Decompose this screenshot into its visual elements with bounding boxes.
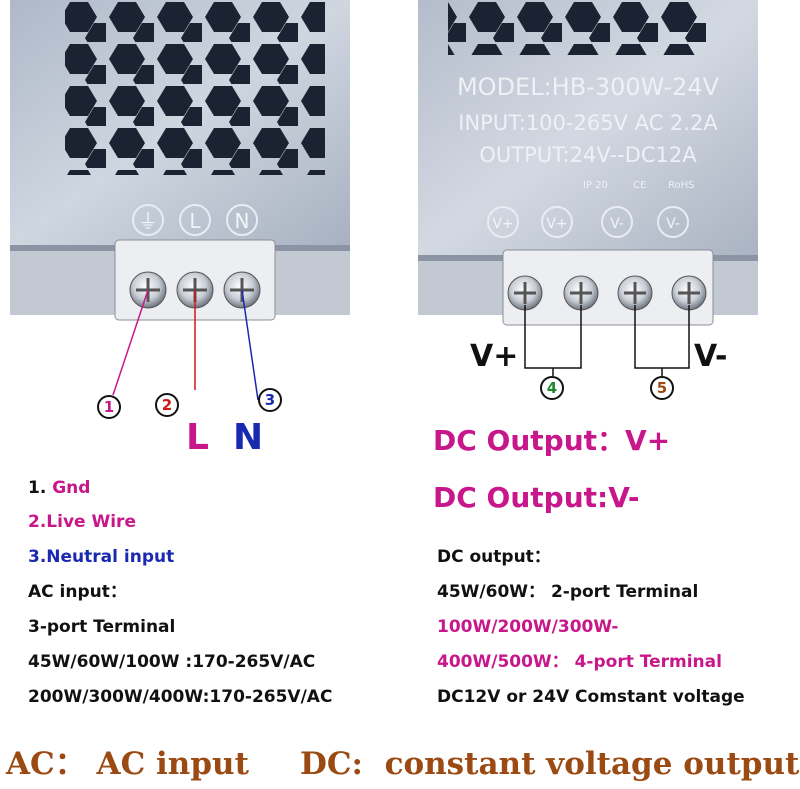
output-label: OUTPUT:24V--DC12A: [479, 143, 697, 167]
spec-neutral-number: 3.: [28, 547, 47, 567]
rohs-mark: RoHS: [668, 180, 694, 191]
model-label: MODEL:HB-300W-24V: [457, 73, 720, 101]
footer-dc: DC: constant voltage output: [300, 746, 800, 782]
spec-r4: DC12V or 24V Comstant voltage: [437, 687, 745, 707]
ce-mark: CE: [633, 180, 646, 191]
vminus-label: V-: [694, 339, 728, 374]
connector-lines: [112, 289, 690, 401]
spec-ac-input: AC input：: [28, 582, 127, 602]
symbol-vplus-1: V+: [492, 216, 513, 232]
spec-r2: 100W/200W/300W-: [437, 617, 619, 637]
spec-neutral-text: Neutral input: [46, 547, 175, 567]
callout-4: 4: [540, 376, 564, 400]
spec-live-wire: 2.Live Wire: [28, 512, 136, 532]
callout-5: 5: [650, 376, 674, 400]
dc-output-plus-heading: DC Output：V+: [433, 424, 671, 457]
spec-gnd-number: 1.: [28, 478, 53, 498]
spec-neutral: 3.Neutral input: [28, 545, 174, 569]
dc-output-minus-heading: DC Output:V-: [433, 481, 640, 514]
neutral-label-n: N: [233, 417, 264, 458]
spec-w1: 45W/60W/100W :170-265V/AC: [28, 652, 316, 672]
symbol-vminus-2: V-: [666, 216, 680, 232]
screw-vplus-1-icon: [507, 275, 543, 311]
spec-gnd: 1. Gnd: [28, 476, 90, 500]
input-label: INPUT:100-265V AC 2.2A: [458, 111, 718, 135]
symbol-vplus-2: V+: [546, 216, 567, 232]
spec-r1: 45W/60W： 2-port Terminal: [437, 582, 699, 602]
spec-w2: 200W/300W/400W:170-265V/AC: [28, 687, 333, 707]
callout-1: 1: [97, 395, 121, 419]
callout-2: 2: [155, 393, 179, 417]
screw-vplus-2-icon: [563, 275, 599, 311]
footer-ac: AC： AC input: [6, 746, 249, 782]
callout-3: 3: [258, 388, 282, 412]
ip-mark: IP 20: [583, 180, 608, 191]
spec-gnd-text: Gnd: [52, 478, 91, 498]
screw-vminus-1-icon: [617, 275, 653, 311]
symbol-vminus-1: V-: [610, 216, 624, 232]
dc-output-terminal-photo: MODEL:HB-300W-24V INPUT:100-265V AC 2.2A…: [418, 0, 758, 326]
symbol-ground: ⏚: [138, 209, 158, 233]
spec-3port: 3-port Terminal: [28, 617, 176, 637]
symbol-n: N: [235, 209, 250, 233]
screw-vminus-2-icon: [671, 275, 707, 311]
spec-dc-output: DC output：: [437, 547, 551, 567]
symbol-l: L: [189, 209, 201, 233]
spec-r3: 400W/500W： 4-port Terminal: [437, 652, 722, 672]
live-label-l: L: [186, 417, 209, 458]
vplus-label: V+: [470, 339, 519, 374]
